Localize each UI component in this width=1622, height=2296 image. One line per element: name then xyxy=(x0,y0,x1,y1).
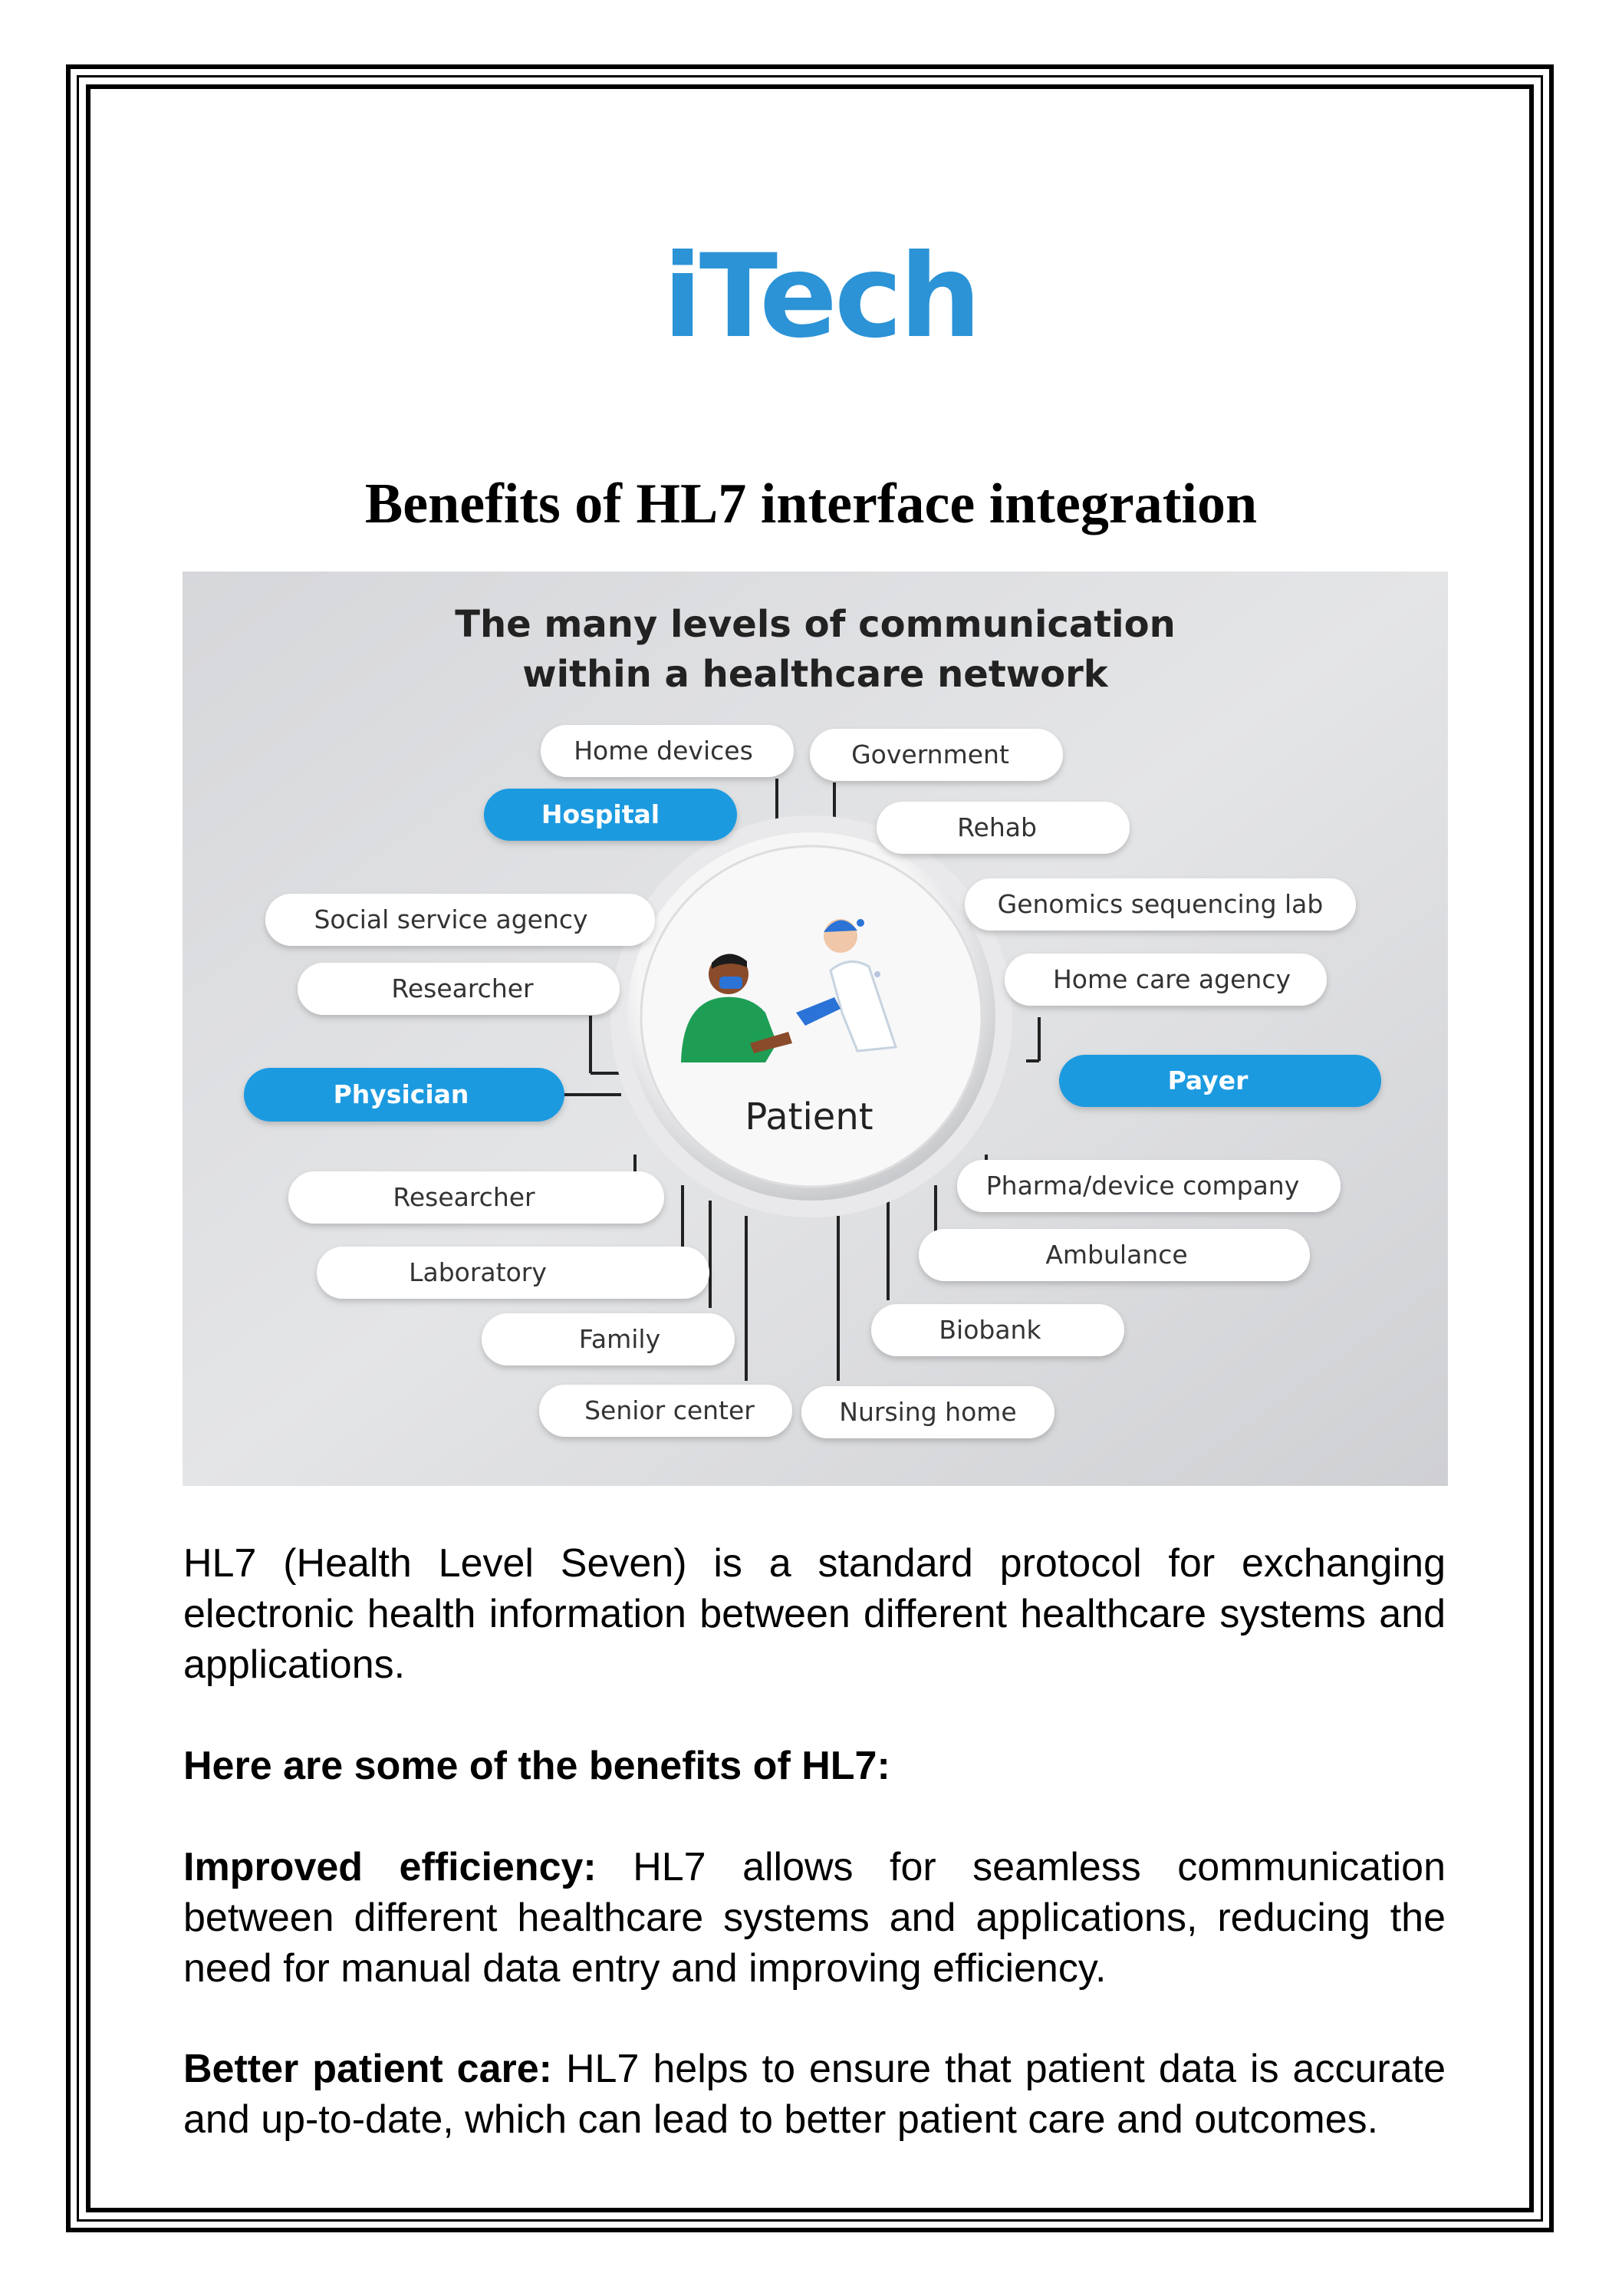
node-home-care-agency-label: Home care agency xyxy=(1053,964,1291,994)
intro-paragraph: HL7 (Health Level Seven) is a standard p… xyxy=(183,1541,1446,1687)
node-pharma-device-company-label: Pharma/device company xyxy=(986,1171,1300,1201)
node-researcher-top: Researcher xyxy=(298,963,620,1015)
patient-label: Patient xyxy=(745,1095,873,1138)
node-government: Government xyxy=(810,729,1063,781)
node-home-devices-label: Home devices xyxy=(574,736,753,766)
patient-doctor-illustration-icon xyxy=(681,919,898,1062)
node-social-service-agency-label: Social service agency xyxy=(314,904,587,934)
page-border-middle xyxy=(77,75,1543,2222)
node-physician: Physician xyxy=(244,1068,564,1122)
node-nursing-home-label: Nursing home xyxy=(839,1397,1016,1427)
node-senior-center: Senior center xyxy=(539,1385,792,1437)
node-government-label: Government xyxy=(851,740,1009,769)
node-nursing-home: Nursing home xyxy=(801,1386,1054,1438)
node-home-devices: Home devices xyxy=(541,725,794,777)
logo-text: iTech xyxy=(663,230,978,361)
benefits-heading-text: Here are some of the benefits of HL7: xyxy=(183,1744,890,1788)
itech-logo: iTech xyxy=(663,230,981,361)
infographic-heading-line1: The many levels of communication xyxy=(455,603,1176,646)
node-hospital-label: Hospital xyxy=(541,799,660,829)
node-laboratory: Laboratory xyxy=(317,1247,709,1299)
node-physician-label: Physician xyxy=(334,1079,469,1109)
page-border-outer xyxy=(66,64,1554,2232)
page-border-inner xyxy=(86,84,1534,2212)
node-biobank: Biobank xyxy=(871,1304,1124,1356)
node-rehab-label: Rehab xyxy=(957,812,1037,842)
node-home-care-agency: Home care agency xyxy=(1005,954,1327,1006)
node-ambulance-label: Ambulance xyxy=(1045,1240,1187,1270)
infographic-heading-line2: within a healthcare network xyxy=(522,653,1108,696)
node-pharma-device-company: Pharma/device company xyxy=(957,1160,1341,1212)
node-social-service-agency: Social service agency xyxy=(265,894,655,946)
node-payer-label: Payer xyxy=(1168,1066,1249,1095)
node-researcher-top-label: Researcher xyxy=(391,973,534,1003)
node-senior-center-label: Senior center xyxy=(584,1395,755,1425)
node-ambulance: Ambulance xyxy=(919,1229,1310,1281)
node-genomics-sequencing-lab: Genomics sequencing lab xyxy=(965,878,1356,931)
benefit-label: Improved efficiency: xyxy=(183,1845,597,1889)
benefit-better-patient-care: Better patient care: HL7 helps to ensure… xyxy=(183,2044,1446,2145)
node-payer: Payer xyxy=(1059,1055,1381,1107)
node-biobank-label: Biobank xyxy=(939,1315,1041,1345)
node-researcher-bottom-label: Researcher xyxy=(393,1182,535,1212)
node-rehab: Rehab xyxy=(877,802,1130,854)
healthcare-network-infographic: The many levels of communication within … xyxy=(183,572,1448,1486)
node-researcher-bottom: Researcher xyxy=(288,1171,664,1224)
benefit-label: Better patient care: xyxy=(183,2047,552,2091)
benefit-improved-efficiency: Improved efficiency: HL7 allows for seam… xyxy=(183,1842,1446,1994)
node-family-label: Family xyxy=(579,1324,660,1354)
benefit-text: HL7 allows for seamless communication be… xyxy=(183,1845,1446,1991)
node-hospital: Hospital xyxy=(484,789,737,841)
node-genomics-sequencing-lab-label: Genomics sequencing lab xyxy=(998,889,1324,919)
node-family: Family xyxy=(482,1313,735,1365)
document-title: Benefits of HL7 interface integration xyxy=(364,473,1258,535)
benefits-heading: Here are some of the benefits of HL7: xyxy=(183,1741,1446,1791)
node-laboratory-label: Laboratory xyxy=(409,1257,547,1287)
benefit-text: HL7 helps to ensure that patient data is… xyxy=(183,2047,1446,2142)
